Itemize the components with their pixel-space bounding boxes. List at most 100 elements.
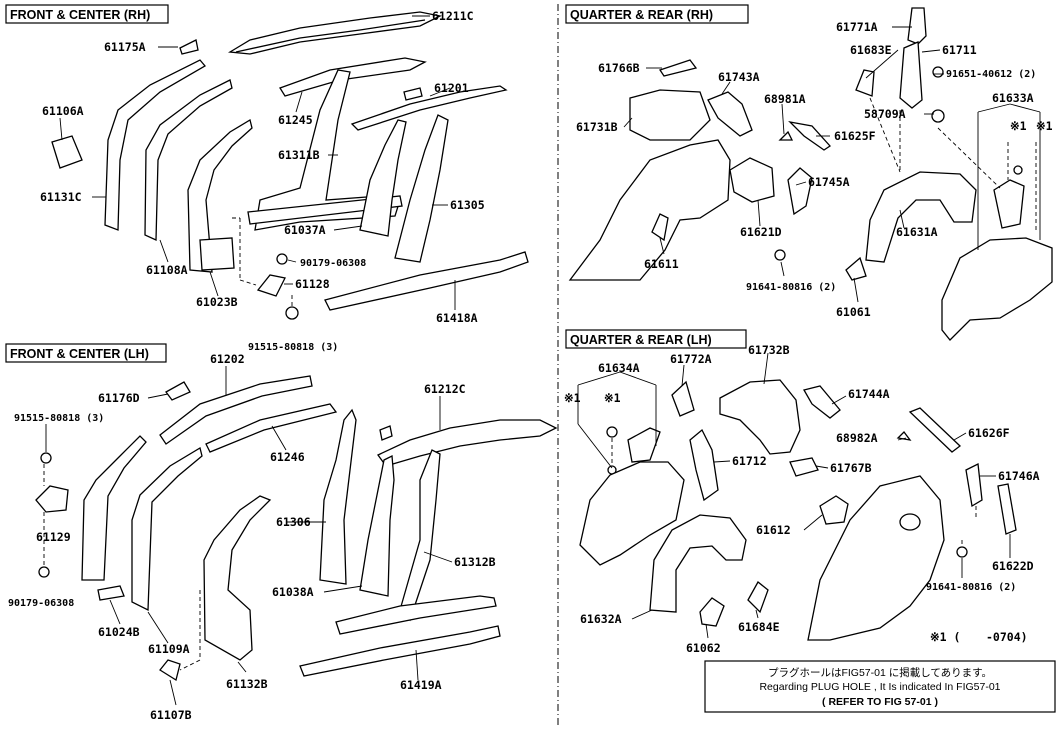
bracket-61684e [747,581,769,614]
part-label: 61418A [436,311,478,325]
section-title: QUARTER & REAR (LH) [570,333,712,347]
quarter-rh-drawings [568,7,1053,341]
bracket-61061 [845,256,867,281]
notice-line-en: Regarding PLUG HOLE , It Is indicated In… [759,681,1000,693]
part-label: 61732B [748,343,790,357]
rocker-61419a [299,625,501,677]
rocker-61418a [324,251,529,311]
part-label: 61684E [738,620,780,634]
bracket-61767b [789,457,819,477]
front-rh-drawings [51,11,529,320]
front-rh-labels: 61211C 61175A 61201 61106A 61245 61311B … [40,9,485,353]
part-label: 61245 [278,113,313,127]
part-label: 68982A [836,431,878,445]
part-label: 61746A [998,469,1040,483]
quarter-lh-drawings [579,379,1017,641]
rail-61246 [205,403,338,453]
part-label: 61129 [36,530,71,544]
part-label: 61023B [196,295,238,309]
part-label: 61772A [670,352,712,366]
part-label: 61622D [992,559,1034,573]
part-label: 61201 [434,81,469,95]
part-label: 91651-40612 (2) [946,69,1036,80]
bracket-61625f [788,120,831,151]
section-front-rh: FRONT & CENTER (RH) [5,4,169,24]
part-label: 61311B [278,148,320,162]
wheelhouse-inner-rh [941,237,1053,341]
bracket-61612 [819,495,849,525]
part-label: 61176D [98,391,140,405]
front-lh-drawings [35,375,558,682]
part-label: 61633A [992,91,1034,105]
part-label: 68981A [764,92,806,106]
footnote-mark: ※1 [564,391,581,405]
wheelhouse-61631a [865,171,977,263]
part-label: 90179-06308 [300,258,366,269]
part-label: 61611 [644,257,679,271]
part-label: 61767B [830,461,872,475]
pillar-61711 [899,41,923,109]
part-label: 61744A [848,387,890,401]
bracket-61771a [907,7,927,45]
section-title: QUARTER & REAR (RH) [570,8,713,22]
front-lh-labels: 61202 61176D 91515-80818 (3) 61246 61212… [8,352,496,722]
pillar-61132b [203,495,272,661]
bracket-61062 [699,597,725,627]
part-label: 61626F [968,426,1010,440]
bracket-61634a [627,427,661,463]
wheelhouse-61632a [649,514,747,613]
quarter-lh-labels: 61634A 61772A 61732B 61744A ※1 ※1 68982A… [564,343,1040,655]
part-label: 91515-80818 (3) [14,413,104,424]
sill-lh [335,595,497,635]
section-quarter-lh: QUARTER & REAR (LH) [565,329,747,349]
panel-61621d [729,157,775,203]
part-label: 61211C [432,9,474,23]
section-quarter-rh: QUARTER & REAR (RH) [565,4,749,24]
quarter-panel-rh [568,139,731,281]
clip-68981a [778,130,794,141]
bracket-61766b [658,59,698,77]
panel-61732b [719,379,801,455]
bracket-61746a [965,463,983,508]
front-rh-leaders [59,15,456,310]
part-label: 61745A [808,175,850,189]
bracket-61128 [256,274,286,297]
part-label: 61631A [896,225,938,239]
pillar-61037a [359,119,407,237]
part-label: 61109A [148,642,190,656]
footnote-mark: ※1 ( [930,630,960,644]
panel-61745a [787,167,813,216]
part-label: 61131C [40,190,82,204]
bracket-61633a [993,179,1025,229]
part-label: 61202 [210,352,245,366]
bracket-61129 [35,485,69,513]
quarter-lh-leaders [577,352,1011,639]
bracket-61106a [51,135,83,169]
footnote: ※1 ( -0704) [930,630,1028,644]
part-label: 61771A [836,20,878,34]
section-front-lh: FRONT & CENTER (LH) [5,343,167,363]
part-label: 91515-80818 (3) [248,342,338,353]
bracket-61683e [855,69,875,97]
pillar-61108a [144,79,233,241]
pillar-61305 [394,114,449,263]
part-label: 61175A [104,40,146,54]
part-label: 61024B [98,625,140,639]
pillar-61109a [131,446,203,612]
panel-61712 [689,428,719,502]
part-label: 61108A [146,263,188,277]
rail-61201 [279,57,427,97]
part-label: 61625F [834,129,876,143]
sill-61245 [247,195,403,225]
part-label: 61132B [226,677,268,691]
part-label: 61212C [424,382,466,396]
panel-61743a [707,91,753,137]
roof-side-rail-61212c [377,419,558,467]
part-label: 91641-80816 (2) [746,282,836,293]
footnote-mark: ※1 [1010,119,1027,133]
quarter-rh-leaders [623,26,1041,303]
section-title: FRONT & CENTER (LH) [10,347,149,361]
part-label: 61246 [270,450,305,464]
bracket-61622d [997,483,1017,535]
notice-line-jp: プラグホールはFIG57-01 に掲載してあります。 [768,666,992,679]
